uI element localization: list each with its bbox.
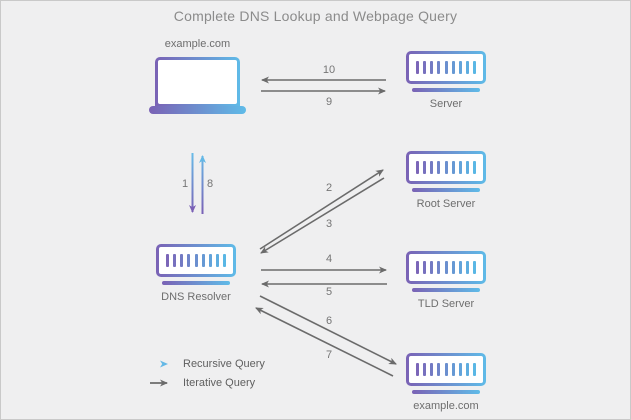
server-tick (423, 261, 427, 274)
server-tick (166, 254, 169, 267)
client-label: example.com (164, 38, 231, 50)
server-tick (473, 363, 476, 376)
recursive-arrow-icon (150, 360, 168, 368)
server-tick (465, 61, 469, 74)
authoritative-server-label: example.com (413, 400, 479, 412)
server-tick (458, 261, 462, 274)
server-base (412, 88, 480, 92)
server-tick (437, 161, 441, 174)
server-icon (406, 251, 486, 284)
server-tick (473, 261, 476, 274)
server-tick (187, 254, 191, 267)
server-tick (423, 363, 427, 376)
step-label-10: 10 (322, 64, 336, 76)
arrow-step-3 (260, 177, 385, 254)
node-tld-server: TLD Server (406, 251, 486, 310)
server-tick (465, 363, 469, 376)
step-label-8: 8 (206, 178, 214, 190)
server-tick (430, 363, 434, 376)
laptop-base (149, 106, 246, 114)
node-web-server: Server (406, 51, 486, 110)
server-tick (458, 161, 462, 174)
tld-server-label: TLD Server (417, 298, 475, 310)
server-tick (416, 363, 419, 376)
server-tick (451, 363, 455, 376)
node-root-server: Root Server (406, 151, 486, 210)
step-label-5: 5 (325, 286, 333, 298)
server-tick (444, 363, 448, 376)
server-icon (406, 151, 486, 184)
server-tick (180, 254, 184, 267)
server-base (412, 390, 480, 394)
server-tick (223, 254, 226, 267)
server-tick (173, 254, 177, 267)
server-icon (406, 51, 486, 84)
server-icon (156, 244, 236, 277)
step-label-7: 7 (325, 349, 333, 361)
server-tick (430, 161, 434, 174)
server-tick (451, 161, 455, 174)
server-base (412, 288, 480, 292)
server-tick (437, 261, 441, 274)
step-label-2: 2 (325, 182, 333, 194)
dns-resolver-label: DNS Resolver (161, 291, 231, 303)
server-tick (465, 261, 469, 274)
server-tick (473, 61, 476, 74)
server-tick (430, 61, 434, 74)
server-tick (437, 61, 441, 74)
server-tick (430, 261, 434, 274)
step-label-3: 3 (325, 218, 333, 230)
server-tick (208, 254, 212, 267)
server-tick (444, 61, 448, 74)
arrow-step-2 (259, 169, 384, 250)
server-tick (416, 261, 419, 274)
server-tick (201, 254, 205, 267)
server-tick (215, 254, 219, 267)
server-tick (194, 254, 198, 267)
iterative-arrow-icon (150, 379, 168, 387)
server-tick (473, 161, 476, 174)
step-label-4: 4 (325, 253, 333, 265)
step-label-9: 9 (325, 96, 333, 108)
server-tick (444, 161, 448, 174)
server-tick (423, 61, 427, 74)
server-icon (406, 353, 486, 386)
legend-recursive-label: Recursive Query (183, 358, 265, 370)
legend-iterative-label: Iterative Query (183, 377, 256, 389)
root-server-label: Root Server (416, 198, 476, 210)
step-label-1: 1 (181, 178, 189, 190)
laptop-icon (155, 57, 240, 107)
web-server-label: Server (429, 98, 463, 110)
diagram-title: Complete DNS Lookup and Webpage Query (173, 8, 458, 24)
server-base (162, 281, 230, 285)
server-tick (458, 363, 462, 376)
server-tick (451, 61, 455, 74)
server-tick (437, 363, 441, 376)
server-tick (416, 161, 419, 174)
server-tick (451, 261, 455, 274)
server-tick (444, 261, 448, 274)
server-base (412, 188, 480, 192)
laptop-screen (158, 60, 237, 104)
server-tick (416, 61, 419, 74)
legend-iterative: Iterative Query (149, 377, 255, 389)
arrow-step-7 (255, 307, 394, 377)
step-label-6: 6 (325, 315, 333, 327)
server-tick (423, 161, 427, 174)
server-tick (465, 161, 469, 174)
legend-recursive: Recursive Query (149, 358, 265, 370)
node-authoritative-server: example.com (406, 353, 486, 412)
server-tick (458, 61, 462, 74)
node-dns-resolver: DNS Resolver (156, 244, 236, 303)
